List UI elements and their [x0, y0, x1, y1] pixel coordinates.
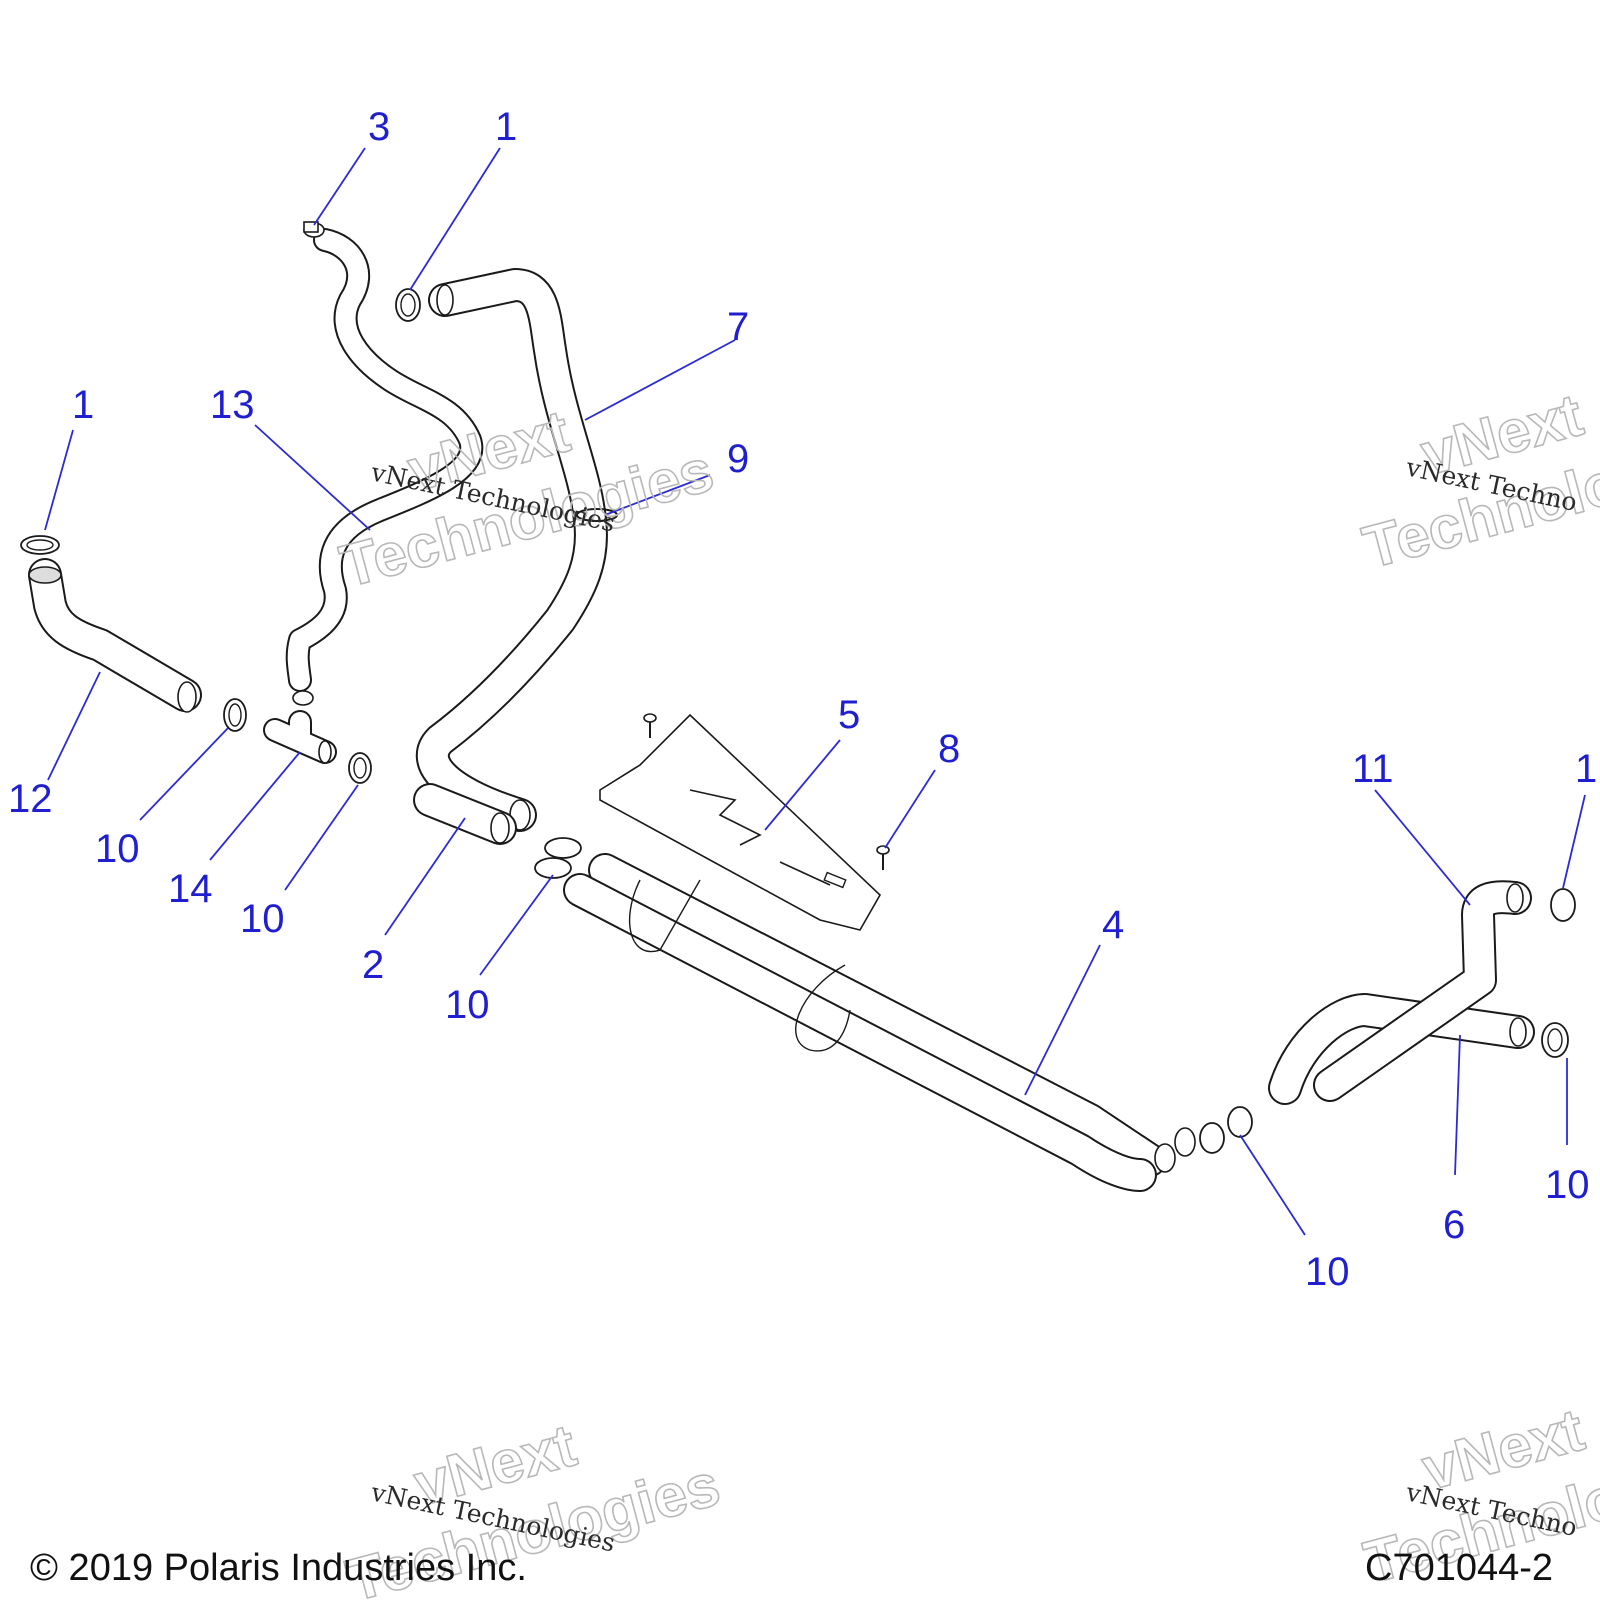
callout-5: 5 [838, 693, 860, 737]
part-3-hose [285, 228, 484, 692]
part-bolt-top [643, 713, 657, 738]
callout-10-c: 10 [445, 983, 490, 1027]
callout-8: 8 [938, 727, 960, 771]
part-6-hose [1268, 993, 1535, 1105]
callout-14: 14 [168, 867, 213, 911]
part-10-clamp-a [223, 698, 247, 732]
part-10-clamp-c [534, 837, 582, 879]
part-5-shield [599, 713, 882, 931]
callout-10-e: 10 [1545, 1163, 1590, 1207]
callout-6: 6 [1443, 1203, 1465, 1247]
part-4-pipes [563, 853, 1196, 1192]
callout-13: 13 [210, 383, 255, 427]
part-code: C701044-2 [1365, 1547, 1553, 1589]
callout-11: 11 [1352, 747, 1394, 791]
part-3-fitting [303, 221, 325, 238]
part-10-clamp-d [1199, 1106, 1253, 1154]
callout-1-top: 1 [495, 105, 517, 149]
leader-lines [44, 147, 1586, 1236]
callout-10-b: 10 [240, 897, 285, 941]
part-1-clamp-top [395, 288, 421, 322]
part-2-hose [413, 783, 517, 845]
part-14-tee [263, 690, 337, 764]
callout-1-right: 1 [1575, 747, 1597, 791]
callout-3: 3 [368, 105, 390, 149]
callout-1-left: 1 [72, 383, 94, 427]
part-7-hose [415, 268, 608, 832]
callout-7: 7 [727, 305, 749, 349]
part-12-hose [28, 558, 202, 713]
callout-10-d: 10 [1305, 1250, 1350, 1294]
part-8-bolt [876, 845, 890, 870]
part-10-clamp-e [1541, 1022, 1569, 1058]
callout-2: 2 [362, 943, 384, 987]
part-1-clamp-left [20, 535, 60, 555]
part-9-band [576, 508, 618, 522]
part-1-clamp-right [1550, 888, 1576, 922]
callout-12: 12 [8, 777, 53, 821]
callout-4: 4 [1102, 903, 1124, 947]
part-10-clamp-b [348, 752, 372, 784]
callout-10-a: 10 [95, 827, 140, 871]
part-11-hose [1313, 880, 1532, 1102]
copyright-text: © 2019 Polaris Industries Inc. [30, 1547, 527, 1589]
callout-9: 9 [727, 437, 749, 481]
